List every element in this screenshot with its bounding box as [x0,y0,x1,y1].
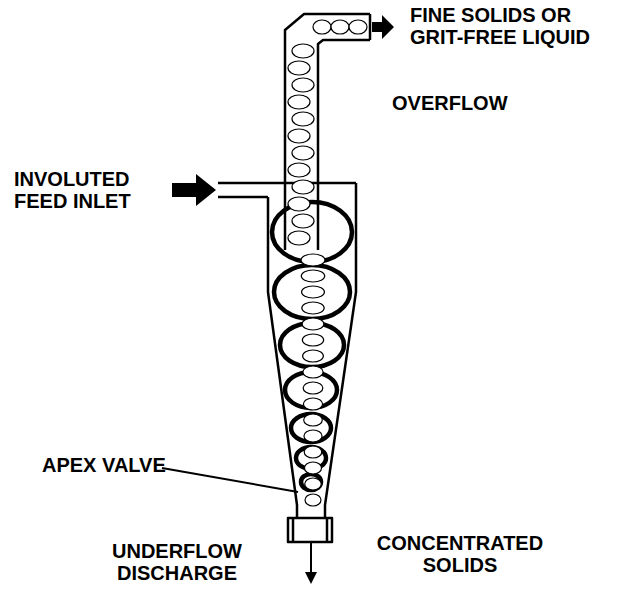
vortex-bubble [304,414,323,426]
part-label: OVERFLOW [392,92,522,114]
vortex-loop [274,265,350,319]
apex-nozzle [288,518,332,542]
cyclone-left-wall [268,197,297,518]
vortex-bubble [303,350,324,362]
part-label: UNDERFLOW DISCHARGE [102,540,252,584]
vortex-bubble [292,44,314,58]
vortex-bubble [303,398,322,410]
vortex-bubble [288,95,310,109]
vortex-bubble [302,302,324,314]
vortex-bubble [304,462,321,474]
inlet-top-wall [218,182,356,185]
vortex-bubble [349,20,367,34]
overflow-pipe-end [369,14,372,40]
vortex-bubble [288,163,310,177]
part-label: FINE SOLIDS OR GRIT-FREE LIQUID [410,4,626,48]
underflow-arrowhead [305,572,317,584]
vortex-loop [291,414,331,442]
vortex-bubble [301,254,325,266]
nozzle-inner-right [326,518,329,542]
vortex-bubble [305,478,322,490]
inlet-arrow [172,174,216,206]
vortex-bubble [292,214,314,228]
outer-vortex [272,202,352,490]
vortex-bubble [302,334,323,346]
vortex-bubble [288,129,310,143]
vortex-bubble [292,112,314,126]
vortex-bubble [288,61,310,75]
overflow-arrow [372,15,394,39]
vortex-bubble [292,146,314,160]
vortex-bubble [303,382,323,394]
vortex-bubble [301,270,324,282]
part-label: CONCENTRATED SOLIDS [345,532,575,576]
part-label: APEX VALVE [42,454,172,476]
vortex-bubble [304,446,322,458]
underflow-arrow-shaft [310,542,312,574]
vortex-bubble [292,180,314,194]
vortex-bubble [288,197,310,211]
vortex-bubble [292,78,314,92]
part-label: INVOLUTED FEED INLET [14,168,164,212]
inlet-bottom-wall [218,196,268,199]
overflow-pipe-outer [285,14,370,250]
vortex-bubble [331,20,349,34]
overflow-pipe-inner [318,40,370,250]
vortex-bubble [302,318,324,330]
vortex-bubble [305,494,321,506]
vortex-bubble [302,286,325,298]
vortex-bubble [313,20,331,34]
vortex-bubble [288,231,310,245]
vortex-loop [301,474,321,490]
nozzle-inner-left [292,518,295,542]
leader-line [162,468,298,492]
vortex-loop [272,202,352,262]
vortex-bubble [303,366,323,378]
inner-vortex [288,20,367,506]
vortex-bubble [304,430,322,442]
